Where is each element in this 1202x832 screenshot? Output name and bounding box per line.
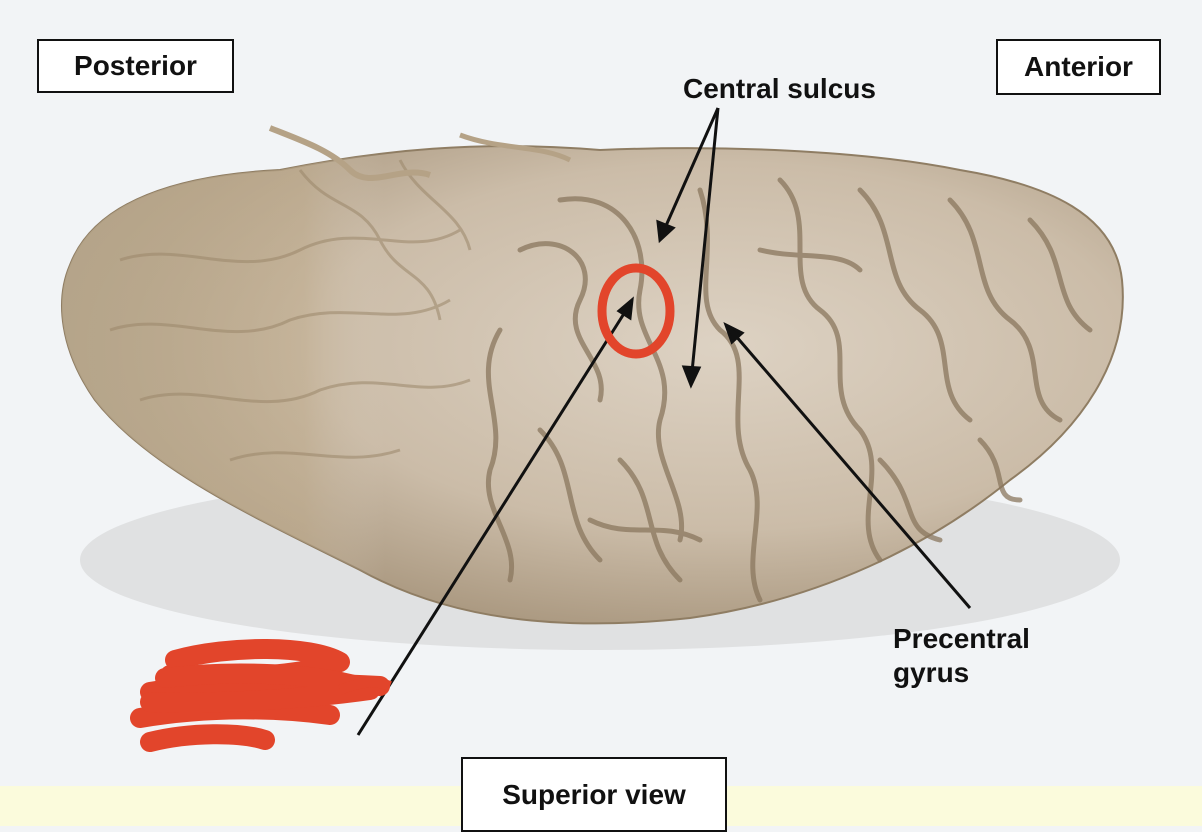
anterior-label: Anterior	[996, 39, 1161, 95]
red-scribble-tail	[338, 677, 392, 695]
superior-view-label: Superior view	[461, 757, 727, 832]
gyri-pattern	[485, 177, 1093, 603]
annotation-lines	[356, 107, 972, 736]
posterior-label: Posterior	[37, 39, 234, 93]
central-sulcus-label: Central sulcus	[683, 73, 876, 104]
red-scribble	[130, 639, 390, 752]
brain-posterior-tint	[62, 146, 600, 620]
red-circle-annotation	[597, 263, 675, 359]
precentral-gyrus-line2: gyrus	[893, 657, 970, 689]
precentral-gyrus-label: Precentral gyrus	[893, 622, 1030, 690]
meninges-fragment	[459, 132, 572, 163]
precentral-gyrus-line1: Precentral	[893, 623, 1030, 654]
meninges-fragment	[268, 125, 431, 182]
